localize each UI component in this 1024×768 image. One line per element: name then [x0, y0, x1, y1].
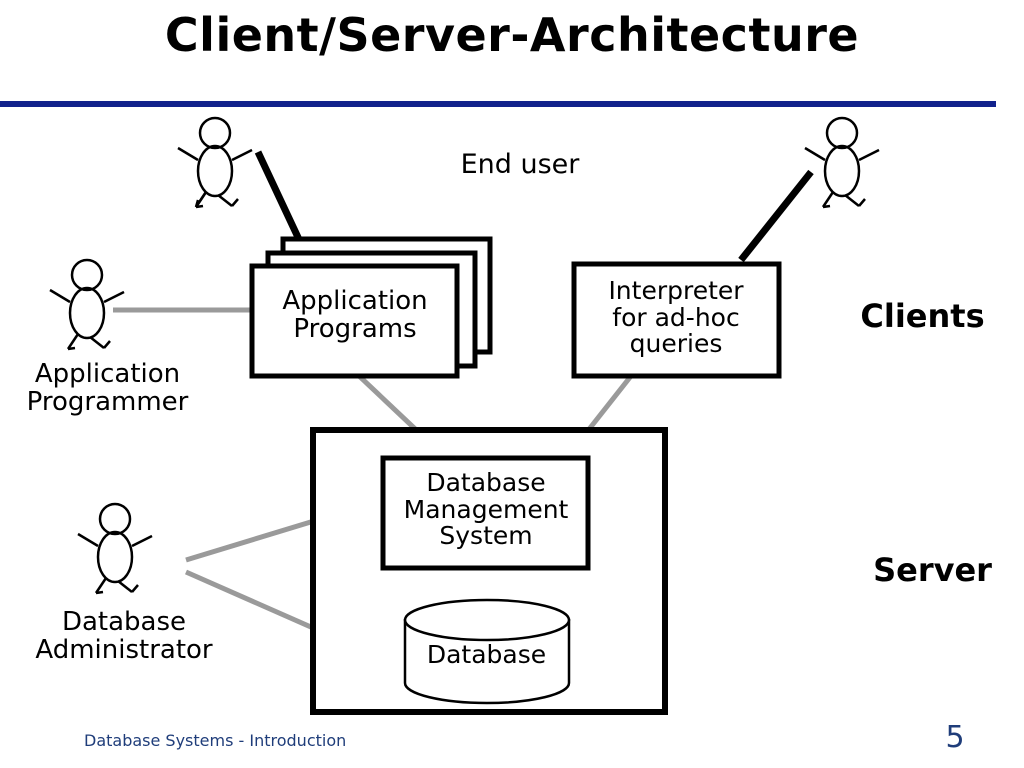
stick-figure-database-administrator [77, 502, 153, 595]
title-divider-rule [0, 101, 996, 107]
node-label-interpreter: Interpreter for ad-hoc queries [608, 276, 744, 358]
figure-leg-right-icon [217, 194, 233, 207]
figure-leg-left-icon [821, 191, 835, 208]
node-label-dbms: Database Management System [403, 468, 569, 550]
dbms-box [380, 455, 591, 571]
figure-foot-left-icon [95, 590, 104, 595]
label-end-user: End user [460, 149, 580, 180]
figure-foot-right-icon [103, 340, 111, 349]
figure-leg-right-icon [844, 194, 860, 207]
figure-arm-right-icon [858, 148, 880, 162]
figure-arm-left-icon [77, 532, 99, 548]
figure-body-icon [96, 530, 134, 584]
figure-leg-left-icon [66, 333, 80, 350]
figure-foot-left-icon [822, 204, 831, 209]
figure-arm-right-icon [231, 148, 253, 162]
database-cylinder [403, 598, 571, 705]
figure-body-icon [196, 144, 234, 198]
database-cylinder-body [403, 618, 571, 705]
figure-leg-right-icon [117, 580, 133, 593]
figure-foot-left-icon [67, 346, 76, 351]
label-database-administrator: Database Administrator [35, 607, 213, 666]
database-cylinder-top [403, 598, 571, 642]
application-programs-box-front [249, 263, 460, 379]
figure-arm-left-icon [49, 288, 71, 304]
node-label-database: Database [426, 640, 547, 669]
figure-head-icon [825, 116, 859, 150]
figure-foot-right-icon [131, 584, 139, 593]
figure-body-icon [823, 144, 861, 198]
figure-foot-right-icon [858, 198, 866, 207]
stick-figure-end-user-left [177, 116, 253, 209]
page-title: Client/Server-Architecture [164, 8, 860, 62]
interpreter-box [571, 261, 782, 379]
figure-leg-right-icon [89, 336, 105, 349]
pointer-left-enduser-to-appprograms [254, 150, 307, 250]
stick-figure-end-user-right [804, 116, 880, 209]
figure-arm-left-icon [177, 146, 199, 162]
figure-body-icon [68, 286, 106, 340]
figure-arm-right-icon [103, 290, 125, 304]
label-clients-tier: Clients [860, 297, 985, 335]
figure-head-icon [98, 502, 132, 536]
node-label-application-programs: Application Programs [282, 286, 428, 344]
enduser-pointers [254, 150, 814, 263]
stick-figure-application-programmer [49, 258, 125, 351]
figure-arm-right-icon [131, 534, 153, 548]
label-server-tier: Server [873, 551, 992, 589]
figure-foot-right-icon [231, 198, 239, 207]
footer-caption: Database Systems - Introduction [84, 731, 347, 750]
figure-leg-left-icon [94, 577, 108, 594]
figure-head-icon [198, 116, 232, 150]
figure-leg-left-line-icon [194, 191, 208, 208]
figure-foot-left-icon [195, 204, 204, 209]
application-programs-stack [249, 236, 493, 379]
pointer-right-enduser-to-interpreter [738, 169, 814, 263]
figure-arm-left-icon [804, 146, 826, 162]
figure-head-icon [70, 258, 104, 292]
label-application-programmer: Application Programmer [26, 359, 189, 418]
page-number: 5 [945, 720, 965, 755]
